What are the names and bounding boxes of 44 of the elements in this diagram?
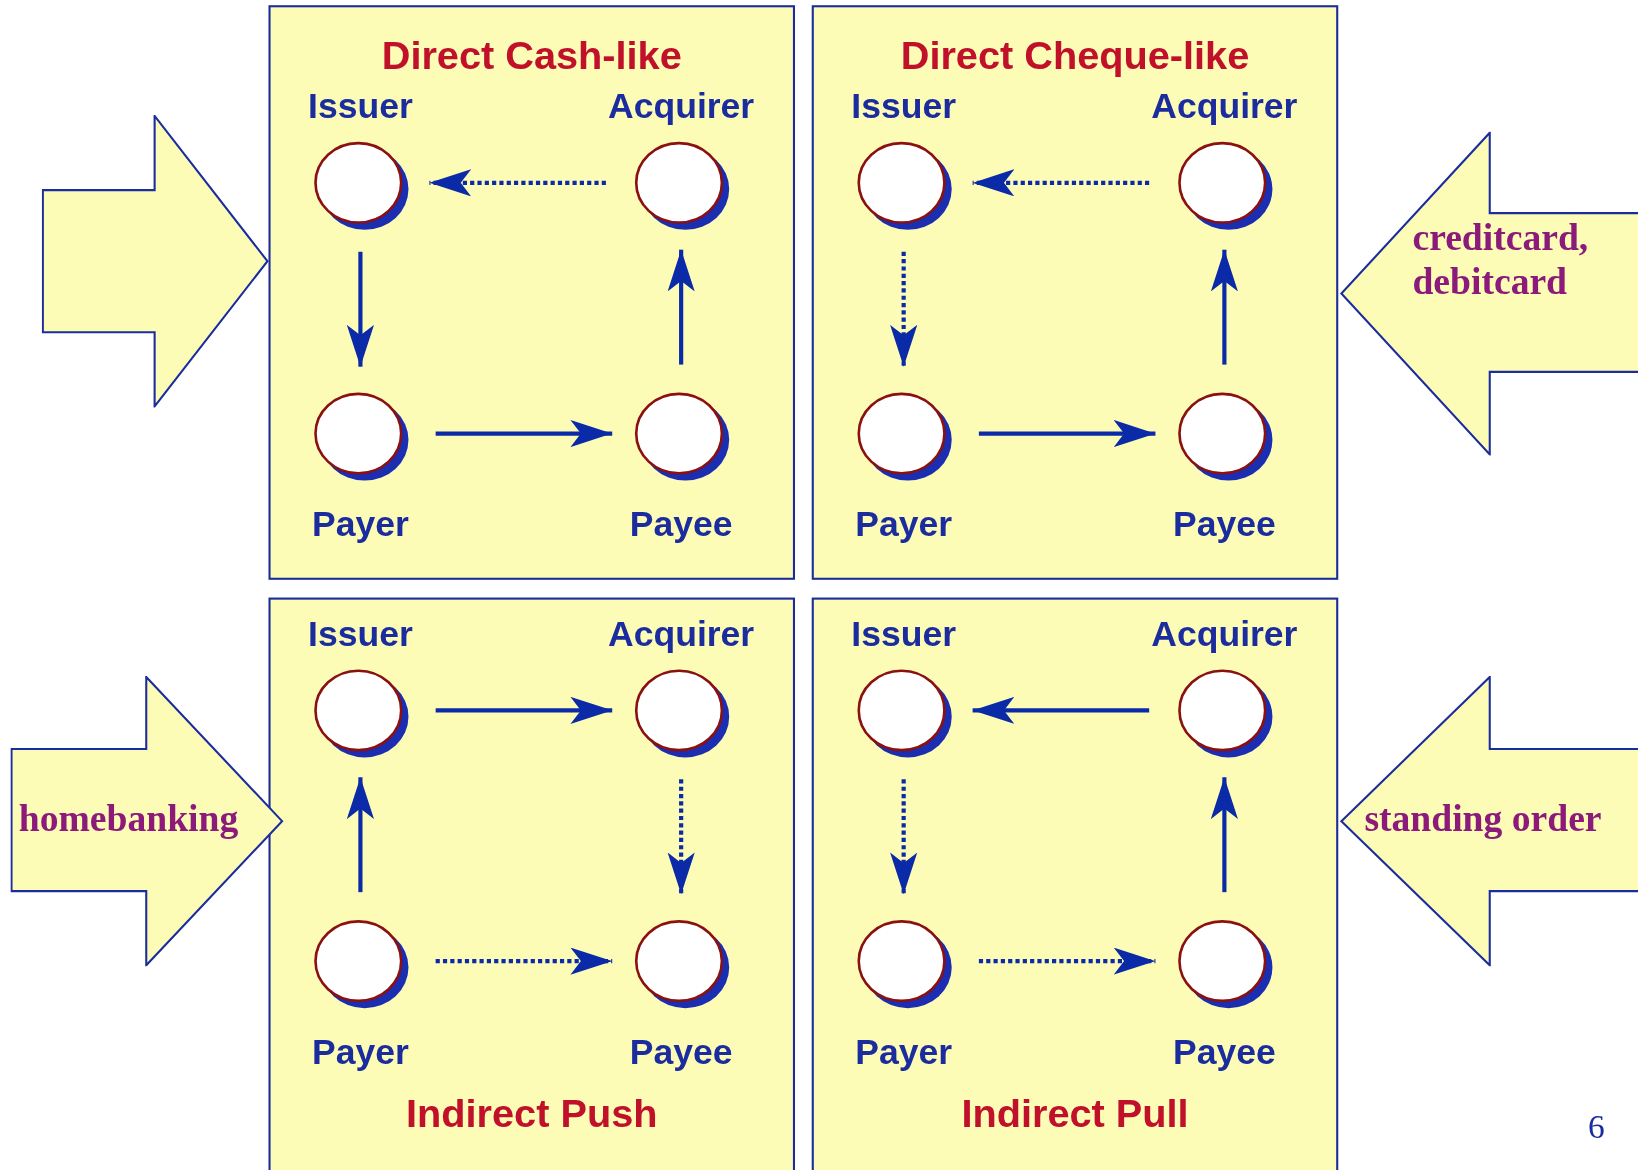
role-label: Payee bbox=[1173, 504, 1276, 543]
role-label: Payer bbox=[855, 1032, 953, 1070]
arrow bbox=[890, 779, 918, 895]
role-label: Issuer bbox=[308, 86, 413, 125]
role-label: Payer bbox=[312, 1032, 409, 1070]
panel-title: Indirect Push bbox=[405, 1092, 659, 1135]
arrow bbox=[667, 249, 695, 365]
panel bbox=[268, 5, 795, 580]
role-label: Payer bbox=[855, 504, 953, 543]
panel-title: Indirect Pull bbox=[960, 1092, 1190, 1135]
arrow bbox=[978, 947, 1156, 975]
role-label: Payee bbox=[629, 1032, 733, 1070]
role-label: Payer bbox=[312, 504, 409, 543]
arrow bbox=[346, 777, 374, 893]
arrow bbox=[667, 779, 695, 895]
role-label: Payee bbox=[1173, 1032, 1276, 1070]
page-number: 6 bbox=[1587, 1107, 1605, 1147]
arrow bbox=[435, 419, 613, 448]
role-label: Payee bbox=[629, 504, 733, 543]
arrow bbox=[1210, 249, 1238, 365]
arrow bbox=[429, 169, 606, 197]
panel bbox=[811, 5, 1339, 580]
role-label: Issuer bbox=[851, 86, 956, 125]
arrow-label: creditcard, debitcard bbox=[1412, 215, 1590, 303]
role-label: Acquirer bbox=[1151, 86, 1298, 125]
role-label: Issuer bbox=[308, 614, 413, 652]
arrow bbox=[346, 251, 374, 367]
arrow bbox=[972, 696, 1150, 724]
role-label: Issuer bbox=[851, 614, 956, 652]
panel-title: Direct Cash-like bbox=[380, 34, 683, 77]
arrow bbox=[435, 947, 613, 975]
arrow bbox=[978, 419, 1156, 448]
role-label: Acquirer bbox=[608, 614, 755, 652]
arrow bbox=[972, 169, 1150, 197]
panel bbox=[268, 597, 795, 1170]
role-label: Acquirer bbox=[1151, 614, 1298, 652]
arrow-label: homebanking bbox=[18, 796, 239, 840]
panel-title: Direct Cheque-like bbox=[899, 34, 1251, 77]
arrow bbox=[890, 251, 918, 367]
role-label: Acquirer bbox=[608, 86, 755, 125]
arrow bbox=[1210, 777, 1238, 893]
arrow-label: standing order bbox=[1364, 796, 1603, 840]
arrow bbox=[435, 696, 613, 724]
panel bbox=[811, 597, 1339, 1170]
